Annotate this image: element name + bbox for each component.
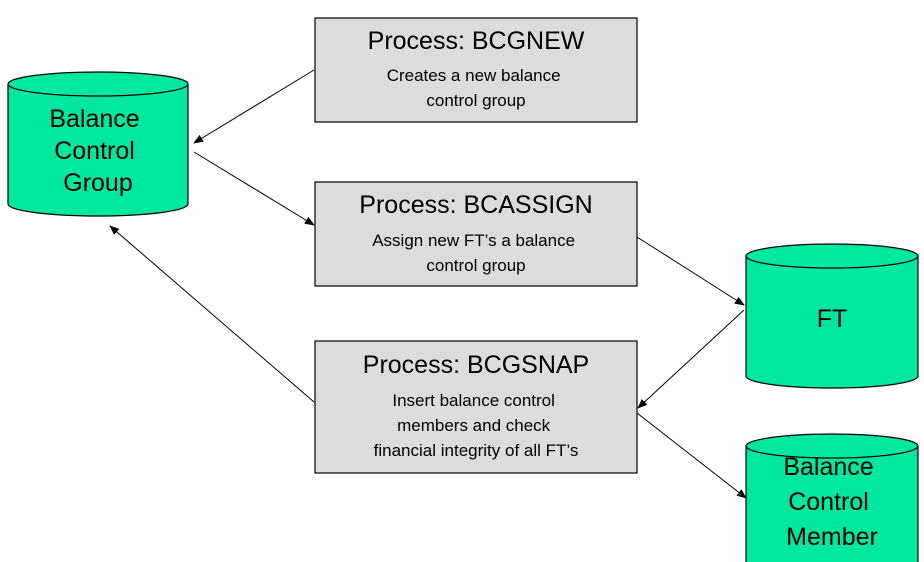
database-label: Balance Control Group: [49, 105, 146, 197]
process-description: Assign new FT’s a balance control group: [372, 231, 580, 275]
process-title: Process: BCASSIGN: [359, 191, 592, 219]
database-balance-control-group: Balance Control Group: [7, 71, 189, 217]
database-label: FT: [817, 305, 848, 333]
process-bcassign: Process: BCASSIGN Assign new FT’s a bala…: [314, 181, 638, 287]
process-bcgnew: Process: BCGNEW Creates a new balance co…: [314, 17, 638, 123]
database-label-line: Control: [54, 137, 135, 165]
process-description-line: Assign new FT’s a balance: [372, 231, 575, 250]
arrow-bcgnew-to-balance-control-group: [193, 69, 315, 144]
process-box: [314, 340, 638, 474]
process-description-line: Insert balance control: [392, 391, 555, 410]
process-title: Process: BCGSNAP: [363, 351, 589, 379]
process-bcgsnap: Process: BCGSNAP Insert balance control …: [314, 340, 638, 474]
cylinder-body: [745, 256, 919, 389]
process-description-line: control group: [426, 256, 525, 275]
database-label-line: FT: [817, 305, 848, 333]
process-description-line: control group: [426, 91, 525, 110]
process-box: [314, 17, 638, 123]
process-box: [314, 181, 638, 287]
arrow-bcgsnap-to-balance-control-member: [636, 412, 747, 499]
process-description: Insert balance control members and check…: [374, 391, 579, 460]
process-title: Process: BCGNEW: [368, 27, 585, 55]
arrow-ft-to-bcgsnap: [637, 309, 745, 409]
process-description: Creates a new balance control group: [387, 66, 566, 110]
cylinder-body: [7, 84, 189, 217]
arrow-bcassign-to-ft: [636, 236, 745, 306]
connectors: [109, 69, 747, 499]
cylinder-body: [745, 446, 919, 562]
database-label-line: Control: [788, 488, 869, 516]
process-description-line: financial integrity of all FT’s: [374, 441, 579, 460]
process-description-line: members and check: [397, 416, 551, 435]
database-ft: FT: [745, 243, 919, 389]
database-label-line: Group: [63, 169, 132, 197]
database-label-line: Balance: [49, 105, 139, 133]
cylinder-top: [745, 433, 919, 459]
database-label-line: Balance: [783, 453, 873, 481]
cylinder-top: [745, 243, 919, 269]
database-label: Balance Control Member: [783, 453, 880, 551]
cylinder-top: [7, 71, 189, 97]
arrow-balance-control-group-to-bcassign: [193, 151, 315, 226]
arrow-bcgsnap-to-balance-control-group: [109, 225, 315, 403]
database-label-line: Member: [786, 523, 878, 551]
process-description-line: Creates a new balance: [387, 66, 561, 85]
database-balance-control-member: Balance Control Member: [745, 433, 919, 562]
